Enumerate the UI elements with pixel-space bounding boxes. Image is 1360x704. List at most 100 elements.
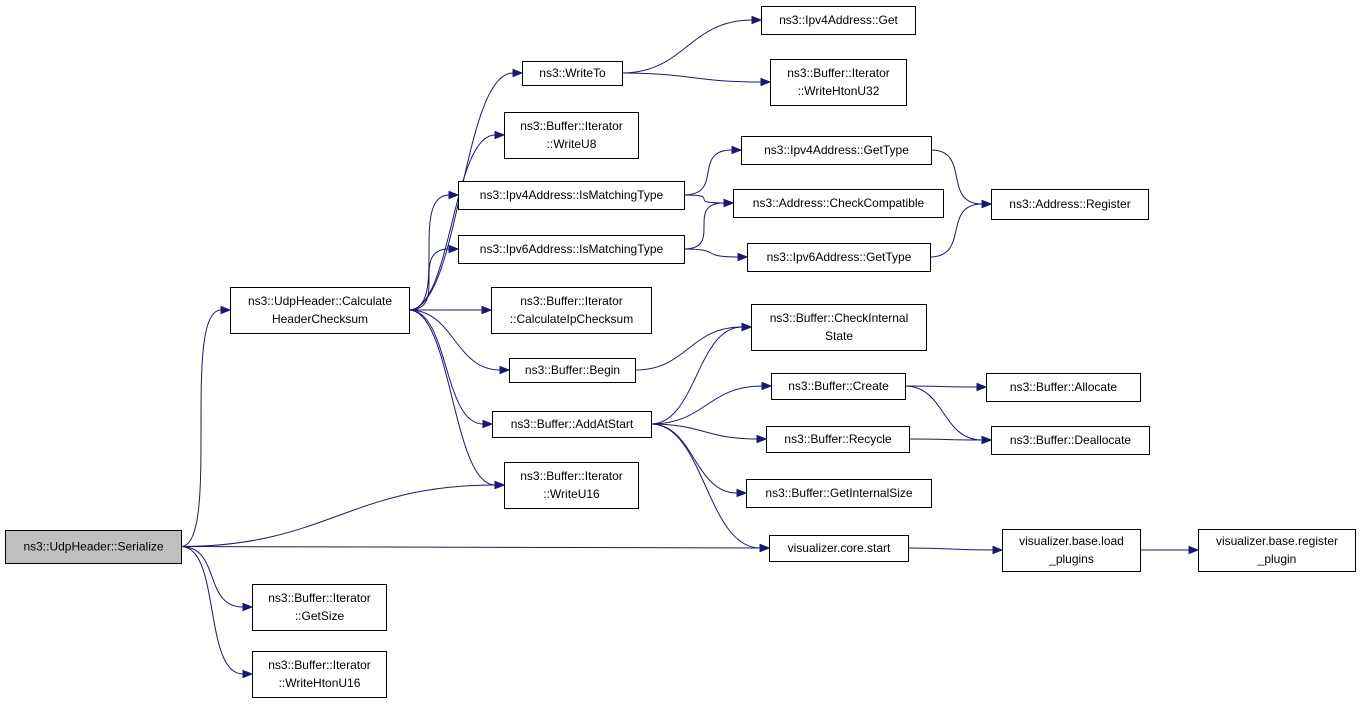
edge-serialize-to-corestart xyxy=(180,543,771,553)
node-loadplugins[interactable]: visualizer.base.load_plugins xyxy=(1002,529,1141,572)
edge-recycle-to-deallocate xyxy=(908,435,993,445)
edge-line xyxy=(908,438,983,441)
arrowhead-icon xyxy=(242,669,254,679)
arrowhead-icon xyxy=(992,545,1004,555)
node-label: ns3::Ipv6Address::GetType xyxy=(767,250,912,264)
edge-addatstart-to-recycle xyxy=(650,423,768,444)
node-box xyxy=(1002,529,1141,572)
node-label: ns3::Buffer::Iterator xyxy=(787,66,890,80)
node-writeu16[interactable]: ns3::Buffer::Iterator::WriteU16 xyxy=(504,462,639,509)
edge-line xyxy=(904,385,978,388)
node-allocate[interactable]: ns3::Buffer::Allocate xyxy=(986,373,1141,402)
edge-line xyxy=(408,309,484,425)
node-registerplugin[interactable]: visualizer.base.register_plugin xyxy=(1198,529,1356,572)
node-checkcompat[interactable]: ns3::Address::CheckCompatible xyxy=(733,189,944,218)
node-label: ::WriteHtonU32 xyxy=(798,84,880,98)
edge-corestart-to-loadplugins xyxy=(907,545,1004,555)
node-corestart[interactable]: visualizer.core.start xyxy=(769,535,909,562)
node-box xyxy=(1198,529,1356,572)
node-box xyxy=(522,61,623,86)
arrowhead-icon xyxy=(737,252,749,262)
edge-serialize-to-writeu16 xyxy=(180,480,506,547)
node-getinternalsize[interactable]: ns3::Buffer::GetInternalSize xyxy=(746,479,932,508)
arrowhead-icon xyxy=(976,382,988,392)
edge-calc-to-writeu8 xyxy=(408,130,506,311)
edge-calc-to-calcip xyxy=(409,305,493,315)
node-label: ns3::Address::CheckCompatible xyxy=(753,196,925,210)
edge-serialize-to-calc xyxy=(180,305,232,547)
node-writeto[interactable]: ns3::WriteTo xyxy=(522,61,623,86)
node-box xyxy=(771,373,906,400)
node-writehtonu32[interactable]: ns3::Buffer::Iterator::WriteHtonU32 xyxy=(770,59,907,106)
arrowhead-icon xyxy=(741,322,753,332)
node-box xyxy=(761,6,916,35)
edge-line xyxy=(180,546,244,675)
arrowhead-icon xyxy=(981,199,993,209)
edge-line xyxy=(634,326,743,371)
arrowhead-icon xyxy=(494,480,506,490)
node-label: ns3::Buffer::Create xyxy=(788,379,889,393)
edge-addatstart-to-corestart xyxy=(650,423,771,553)
node-register[interactable]: ns3::Address::Register xyxy=(991,189,1149,220)
node-create[interactable]: ns3::Buffer::Create xyxy=(771,373,906,400)
node-ipv6gettype[interactable]: ns3::Ipv6Address::GetType xyxy=(747,243,931,272)
node-writeu8[interactable]: ns3::Buffer::Iterator::WriteU8 xyxy=(504,112,639,159)
arrowhead-icon xyxy=(751,15,763,25)
node-label: ::WriteU8 xyxy=(547,137,597,151)
edge-line xyxy=(408,194,450,311)
node-label: ns3::Buffer::Deallocate xyxy=(1010,433,1132,447)
node-getsize[interactable]: ns3::Buffer::Iterator::GetSize xyxy=(252,584,387,631)
edge-ipv6match-to-checkcompat xyxy=(683,198,735,250)
node-label: visualizer.base.register xyxy=(1216,534,1338,548)
node-label: ns3::Buffer::Iterator xyxy=(520,119,623,133)
node-box xyxy=(504,462,639,509)
edge-line xyxy=(408,309,501,371)
arrowhead-icon xyxy=(448,190,460,200)
node-label: ns3::Buffer::CheckInternal xyxy=(770,311,909,325)
arrowhead-icon xyxy=(759,543,771,553)
node-ipv4match[interactable]: ns3::Ipv4Address::IsMatchingType xyxy=(458,181,685,210)
arrowhead-icon xyxy=(220,305,232,315)
edge-line xyxy=(408,309,496,486)
node-ipv4get[interactable]: ns3::Ipv4Address::Get xyxy=(761,6,916,35)
edge-addatstart-to-create xyxy=(650,381,773,425)
node-calcip[interactable]: ns3::Buffer::Iterator::CalculateIpChecks… xyxy=(491,287,652,334)
edge-line xyxy=(180,546,761,549)
node-box xyxy=(230,287,410,334)
edge-line xyxy=(683,202,725,250)
node-box xyxy=(991,189,1149,220)
node-deallocate[interactable]: ns3::Buffer::Deallocate xyxy=(991,426,1150,455)
node-box xyxy=(741,136,932,165)
node-box xyxy=(991,426,1150,455)
edge-line xyxy=(180,484,496,547)
edge-calc-to-ipv4match xyxy=(408,190,460,311)
node-box xyxy=(733,189,944,218)
edges-layer xyxy=(180,15,1200,679)
node-box xyxy=(509,358,636,383)
node-label: visualizer.base.load xyxy=(1019,534,1124,548)
edge-ipv6match-to-ipv6gettype xyxy=(683,248,749,262)
node-box xyxy=(252,584,387,631)
arrowhead-icon xyxy=(723,198,735,208)
node-addatstart[interactable]: ns3::Buffer::AddAtStart xyxy=(492,411,652,438)
edge-calc-to-writeu16 xyxy=(408,309,506,490)
node-writehtonu16[interactable]: ns3::Buffer::Iterator::WriteHtonU16 xyxy=(252,651,387,698)
arrowhead-icon xyxy=(981,435,993,445)
arrowhead-icon xyxy=(512,68,524,78)
node-recycle[interactable]: ns3::Buffer::Recycle xyxy=(766,426,910,453)
edge-line xyxy=(650,423,758,440)
node-label: ns3::Buffer::GetInternalSize xyxy=(765,486,913,500)
node-box xyxy=(770,59,907,106)
node-serialize[interactable]: ns3::UdpHeader::Serialize xyxy=(5,530,182,564)
node-ipv4gettype[interactable]: ns3::Ipv4Address::GetType xyxy=(741,136,932,165)
node-box xyxy=(252,651,387,698)
arrowhead-icon xyxy=(448,244,460,254)
node-begin[interactable]: ns3::Buffer::Begin xyxy=(509,358,636,383)
node-label: ns3::Buffer::Iterator xyxy=(268,591,371,605)
node-ipv6match[interactable]: ns3::Ipv6Address::IsMatchingType xyxy=(458,235,685,264)
node-label: ::WriteHtonU16 xyxy=(279,676,361,690)
edge-line xyxy=(650,423,738,494)
edge-serialize-to-writehtonu16 xyxy=(180,546,254,679)
